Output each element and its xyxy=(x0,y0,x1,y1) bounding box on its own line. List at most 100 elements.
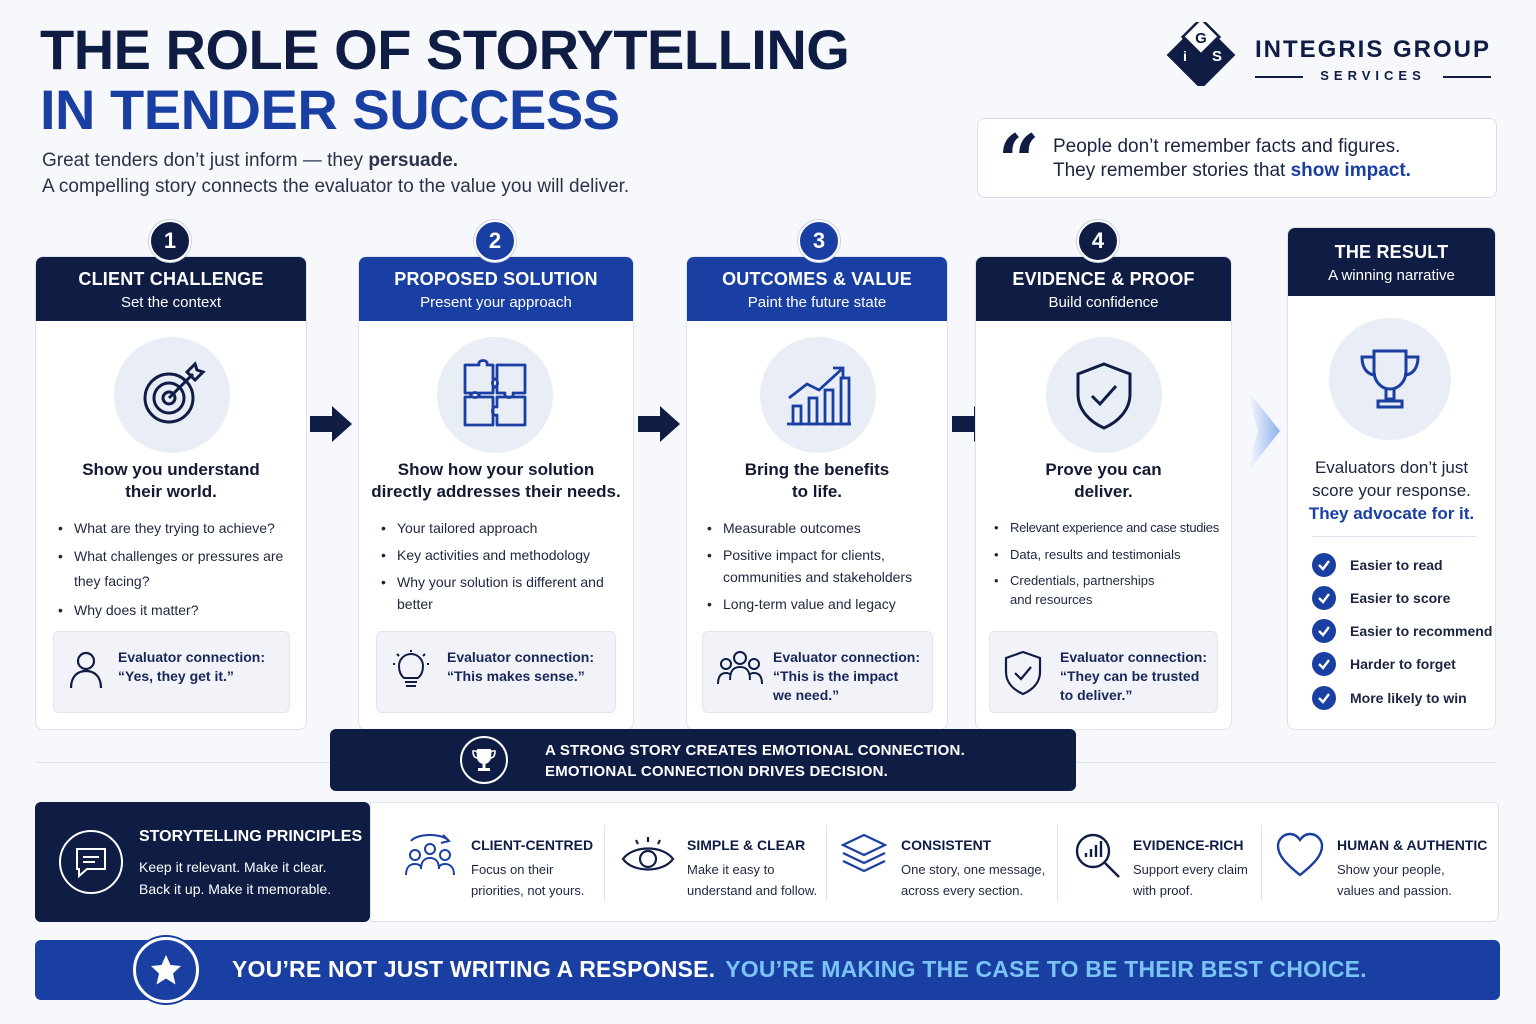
principle-title: SIMPLE & CLEAR xyxy=(687,837,806,853)
list-item: Easier to score xyxy=(1312,586,1450,610)
banner-line-1: A STRONG STORY CREATES EMOTIONAL CONNECT… xyxy=(545,742,965,759)
step-4-lead-line-2: deliver. xyxy=(1074,482,1133,501)
quote-text: People don’t remember facts and figures.… xyxy=(1053,135,1411,183)
eval-quote: “They can be trusted to deliver.” xyxy=(1060,668,1200,703)
list-item: Why does it matter? xyxy=(58,599,298,621)
shield-check-icon xyxy=(1046,337,1162,453)
list-item: Relevant experience and case studies xyxy=(994,517,1230,539)
title-line-2: IN TENDER SUCCESS xyxy=(40,78,620,141)
step-1-lead-line-2: their world. xyxy=(125,482,217,501)
eval-label: Evaluator connection: xyxy=(773,649,921,665)
check-label: Easier to score xyxy=(1350,590,1451,606)
eval-quote: “This is the impact we need.” xyxy=(773,668,899,703)
step-4-lead-line-1: Prove you can xyxy=(1045,460,1162,479)
step-2-evaluator-connection: Evaluator connection:“This makes sense.” xyxy=(376,631,616,713)
principle-title: CONSISTENT xyxy=(901,837,992,853)
principle-line-1: One story, one message, xyxy=(901,862,1046,877)
result-title: THE RESULT xyxy=(1334,242,1449,262)
list-item: Measurable outcomes xyxy=(707,517,937,539)
list-item: Data, results and testimonials xyxy=(994,544,1230,566)
company-logo: G i S INTEGRIS GROUP SERVICES xyxy=(1160,16,1500,90)
check-label: More likely to win xyxy=(1350,690,1467,706)
principle-line-1: Focus on their xyxy=(471,862,554,877)
result-card: THE RESULT A winning narrative Evaluator… xyxy=(1287,227,1496,730)
step-2-eval-text: Evaluator connection:“This makes sense.” xyxy=(447,648,594,686)
step-card-evidence-proof: EVIDENCE & PROOF Build confidence Prove … xyxy=(975,256,1232,730)
list-item: Why your solution is different and bette… xyxy=(381,571,611,615)
eval-label: Evaluator connection: xyxy=(118,649,266,665)
list-item: Harder to forget xyxy=(1312,652,1456,676)
logo-name: INTEGRIS GROUP xyxy=(1255,36,1492,63)
step-2-subtitle: Present your approach xyxy=(420,294,572,311)
arrow-right-icon xyxy=(638,406,680,442)
step-4-lead: Prove you can deliver. xyxy=(976,459,1231,503)
step-2-lead-line-2: directly addresses their needs. xyxy=(371,482,621,501)
chevron-right-icon xyxy=(1246,388,1280,474)
step-1-lead: Show you understand their world. xyxy=(36,459,306,503)
principle-body: Show your people,values and passion. xyxy=(1337,859,1452,901)
step-3-evaluator-connection: Evaluator connection: “This is the impact… xyxy=(702,631,933,713)
step-1-bullets: What are they trying to achieve? What ch… xyxy=(58,517,298,626)
shield-check-icon xyxy=(1004,650,1042,696)
principles-line-2: Back it up. Make it memorable. xyxy=(139,881,332,897)
principles-body: Keep it relevant. Make it clear. Back it… xyxy=(139,856,331,900)
logo-letter-g: G xyxy=(1195,30,1207,47)
result-text-highlight: They advocate for it. xyxy=(1308,504,1475,523)
checkmark-icon xyxy=(1312,553,1336,577)
step-1-lead-line-1: Show you understand xyxy=(82,460,260,479)
step-1-eval-text: Evaluator connection:“Yes, they get it.” xyxy=(118,648,265,686)
heart-icon xyxy=(1276,832,1324,877)
step-2-title: PROPOSED SOLUTION xyxy=(394,269,598,289)
checkmark-icon xyxy=(1312,686,1336,710)
checkmark-icon xyxy=(1312,586,1336,610)
list-item: Easier to recommend xyxy=(1312,619,1492,643)
result-header: THE RESULT A winning narrative xyxy=(1288,228,1495,296)
step-4-number: 4 xyxy=(1077,220,1119,262)
list-item: Your tailored approach xyxy=(381,517,611,539)
principle-line-2: priorities, not yours. xyxy=(471,883,585,898)
layers-icon xyxy=(840,833,888,873)
list-item: Positive impact for clients, communities… xyxy=(707,544,937,588)
step-card-client-challenge: CLIENT CHALLENGE Set the context Show yo… xyxy=(35,256,307,730)
principle-title: HUMAN & AUTHENTIC xyxy=(1337,837,1488,853)
separator xyxy=(1261,825,1262,901)
lightbulb-icon xyxy=(393,650,429,687)
page-title: THE ROLE OF STORYTELLING IN TENDER SUCCE… xyxy=(40,20,850,141)
quote-mark-icon: “ xyxy=(998,118,1040,203)
step-1-title: CLIENT CHALLENGE xyxy=(78,269,264,289)
step-2-lead: Show how your solution directly addresses… xyxy=(359,459,633,503)
subtitle-part-a: Great tenders don’t just inform — they xyxy=(42,150,369,171)
list-item: Credentials, partnerships and resources xyxy=(994,571,1174,609)
list-item: Key activities and methodology xyxy=(381,544,611,566)
subtitle-emphasis: persuade. xyxy=(368,150,459,171)
trophy-icon xyxy=(460,736,508,784)
check-label: Easier to read xyxy=(1350,557,1443,573)
step-2-number: 2 xyxy=(474,220,516,262)
step-4-eval-text: Evaluator connection:“They can be truste… xyxy=(1060,648,1207,705)
step-card-proposed-solution: PROPOSED SOLUTION Present your approach … xyxy=(358,256,634,730)
step-3-eval-text: Evaluator connection: “This is the impact… xyxy=(773,648,920,705)
checkmark-icon xyxy=(1312,652,1336,676)
arrow-right-icon xyxy=(310,406,352,442)
step-4-evaluator-connection: Evaluator connection:“They can be truste… xyxy=(989,631,1218,713)
trophy-icon xyxy=(1329,318,1451,440)
step-2-lead-line-1: Show how your solution xyxy=(397,460,595,479)
principles-line-1: Keep it relevant. Make it clear. xyxy=(139,859,327,875)
logo-letter-i: i xyxy=(1183,48,1187,64)
result-text-line-1: Evaluators don’t just xyxy=(1314,458,1469,477)
person-icon xyxy=(69,651,103,689)
step-1-evaluator-connection: Evaluator connection:“Yes, they get it.” xyxy=(53,631,290,713)
quote-line-2: They remember stories that xyxy=(1053,160,1291,181)
step-2-header: PROPOSED SOLUTION Present your approach xyxy=(359,257,633,321)
principle-line-2: across every section. xyxy=(901,883,1024,898)
step-3-bullets: Measurable outcomes Positive impact for … xyxy=(707,517,937,620)
principle-title: EVIDENCE-RICH xyxy=(1133,837,1244,853)
step-1-number: 1 xyxy=(149,220,191,262)
growth-chart-icon xyxy=(760,337,876,453)
